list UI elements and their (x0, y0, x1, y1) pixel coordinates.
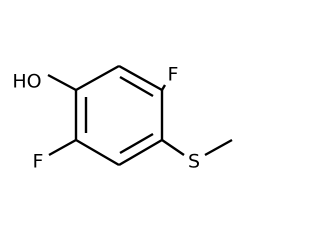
fluorine-top-label: F (168, 64, 179, 86)
ring-bond-c1-c2 (75, 64, 120, 92)
bond-c6-f (48, 138, 77, 157)
molecule-structure: HO F S F (12, 64, 233, 173)
ring-bond-c4-c5-double (118, 138, 163, 167)
bond-c4-s (161, 139, 185, 156)
bond-c3-f (160, 84, 167, 91)
fluorine-bottom-label: F (33, 151, 44, 173)
ring-bond-c2-c3-inner (119, 75, 154, 98)
sulfur-label: S (188, 151, 200, 173)
hydroxyl-label: HO (12, 71, 41, 93)
ring-bond-c4-c5-inner (119, 132, 154, 155)
ring-bond-c2-c3-double (118, 64, 163, 92)
bond-c1-oh (47, 73, 77, 92)
bond-s-ch3 (204, 138, 233, 157)
ring-bond-c5-c6 (75, 138, 120, 167)
